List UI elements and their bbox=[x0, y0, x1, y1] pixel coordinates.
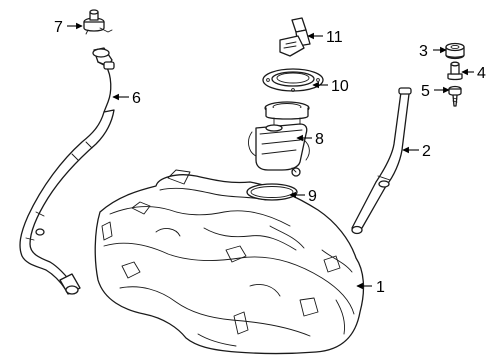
seal-ring bbox=[262, 68, 324, 92]
callout-9: 9 bbox=[308, 188, 317, 205]
pump-connector bbox=[279, 17, 311, 57]
filler-pipe bbox=[19, 47, 115, 295]
callout-2: 2 bbox=[422, 143, 431, 160]
fuel-pump-module bbox=[248, 101, 310, 177]
callout-10: 10 bbox=[331, 78, 349, 95]
bolt bbox=[448, 85, 462, 107]
nut bbox=[447, 61, 463, 81]
vent-valve bbox=[83, 9, 113, 35]
fuel-tank bbox=[94, 169, 365, 355]
leader-lines bbox=[67, 22, 474, 290]
callout-4: 4 bbox=[477, 65, 486, 82]
callout-7: 7 bbox=[54, 19, 63, 36]
grommet bbox=[445, 42, 465, 60]
tank-strap bbox=[351, 87, 412, 235]
callout-8: 8 bbox=[315, 131, 324, 148]
callout-5: 5 bbox=[421, 83, 430, 100]
callout-1: 1 bbox=[376, 279, 385, 296]
o-ring bbox=[246, 183, 298, 201]
callout-3: 3 bbox=[419, 43, 428, 60]
callout-6: 6 bbox=[132, 90, 141, 107]
callout-11: 11 bbox=[326, 29, 343, 46]
callout-labels: 1 2 3 4 5 6 7 8 9 10 11 bbox=[54, 19, 486, 296]
